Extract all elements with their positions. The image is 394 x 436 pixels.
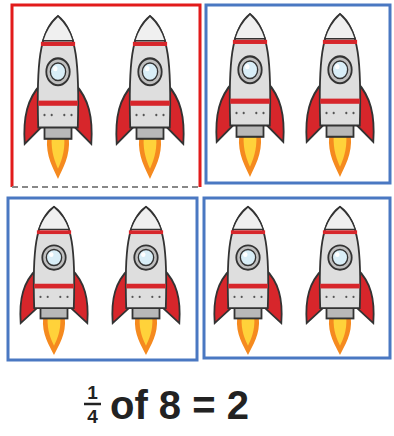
fraction-numerator: 1	[87, 383, 98, 402]
group-box	[8, 198, 197, 360]
rocket-icon	[112, 207, 179, 355]
rocket-icon	[214, 207, 281, 355]
equation-text: of 8 = 2	[110, 385, 249, 425]
rocket-icon	[216, 14, 283, 177]
rocket-icon	[306, 207, 373, 355]
fraction-denominator: 4	[87, 407, 98, 426]
fraction-bar	[84, 403, 101, 406]
group-box	[206, 5, 390, 183]
group-box	[204, 198, 390, 358]
rocket-icon	[24, 16, 91, 179]
rocket-icon	[306, 14, 373, 177]
rocket-icon	[116, 16, 183, 179]
rocket-icon	[20, 207, 87, 355]
group-box-highlight	[12, 5, 200, 187]
